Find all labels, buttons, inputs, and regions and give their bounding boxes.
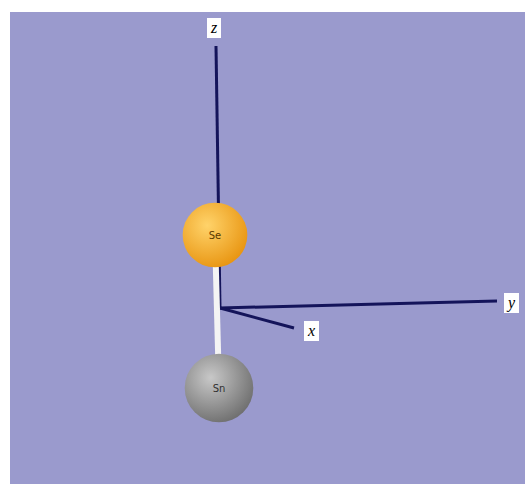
axis-label: z	[207, 18, 221, 38]
y-axis	[220, 301, 497, 308]
axis-label: y	[504, 293, 519, 313]
bond-layer	[10, 12, 525, 484]
render-area: SeSn z y x	[10, 12, 525, 484]
atom-symbol: Sn	[213, 383, 226, 394]
x-axis	[220, 308, 294, 328]
chemical-bond	[216, 266, 218, 355]
axes-illustration	[10, 12, 525, 484]
atom-symbol: Se	[209, 230, 222, 241]
atom-sphere: Sn	[184, 353, 254, 423]
atom-sphere: Se	[182, 202, 248, 268]
axis-label: x	[304, 321, 319, 341]
